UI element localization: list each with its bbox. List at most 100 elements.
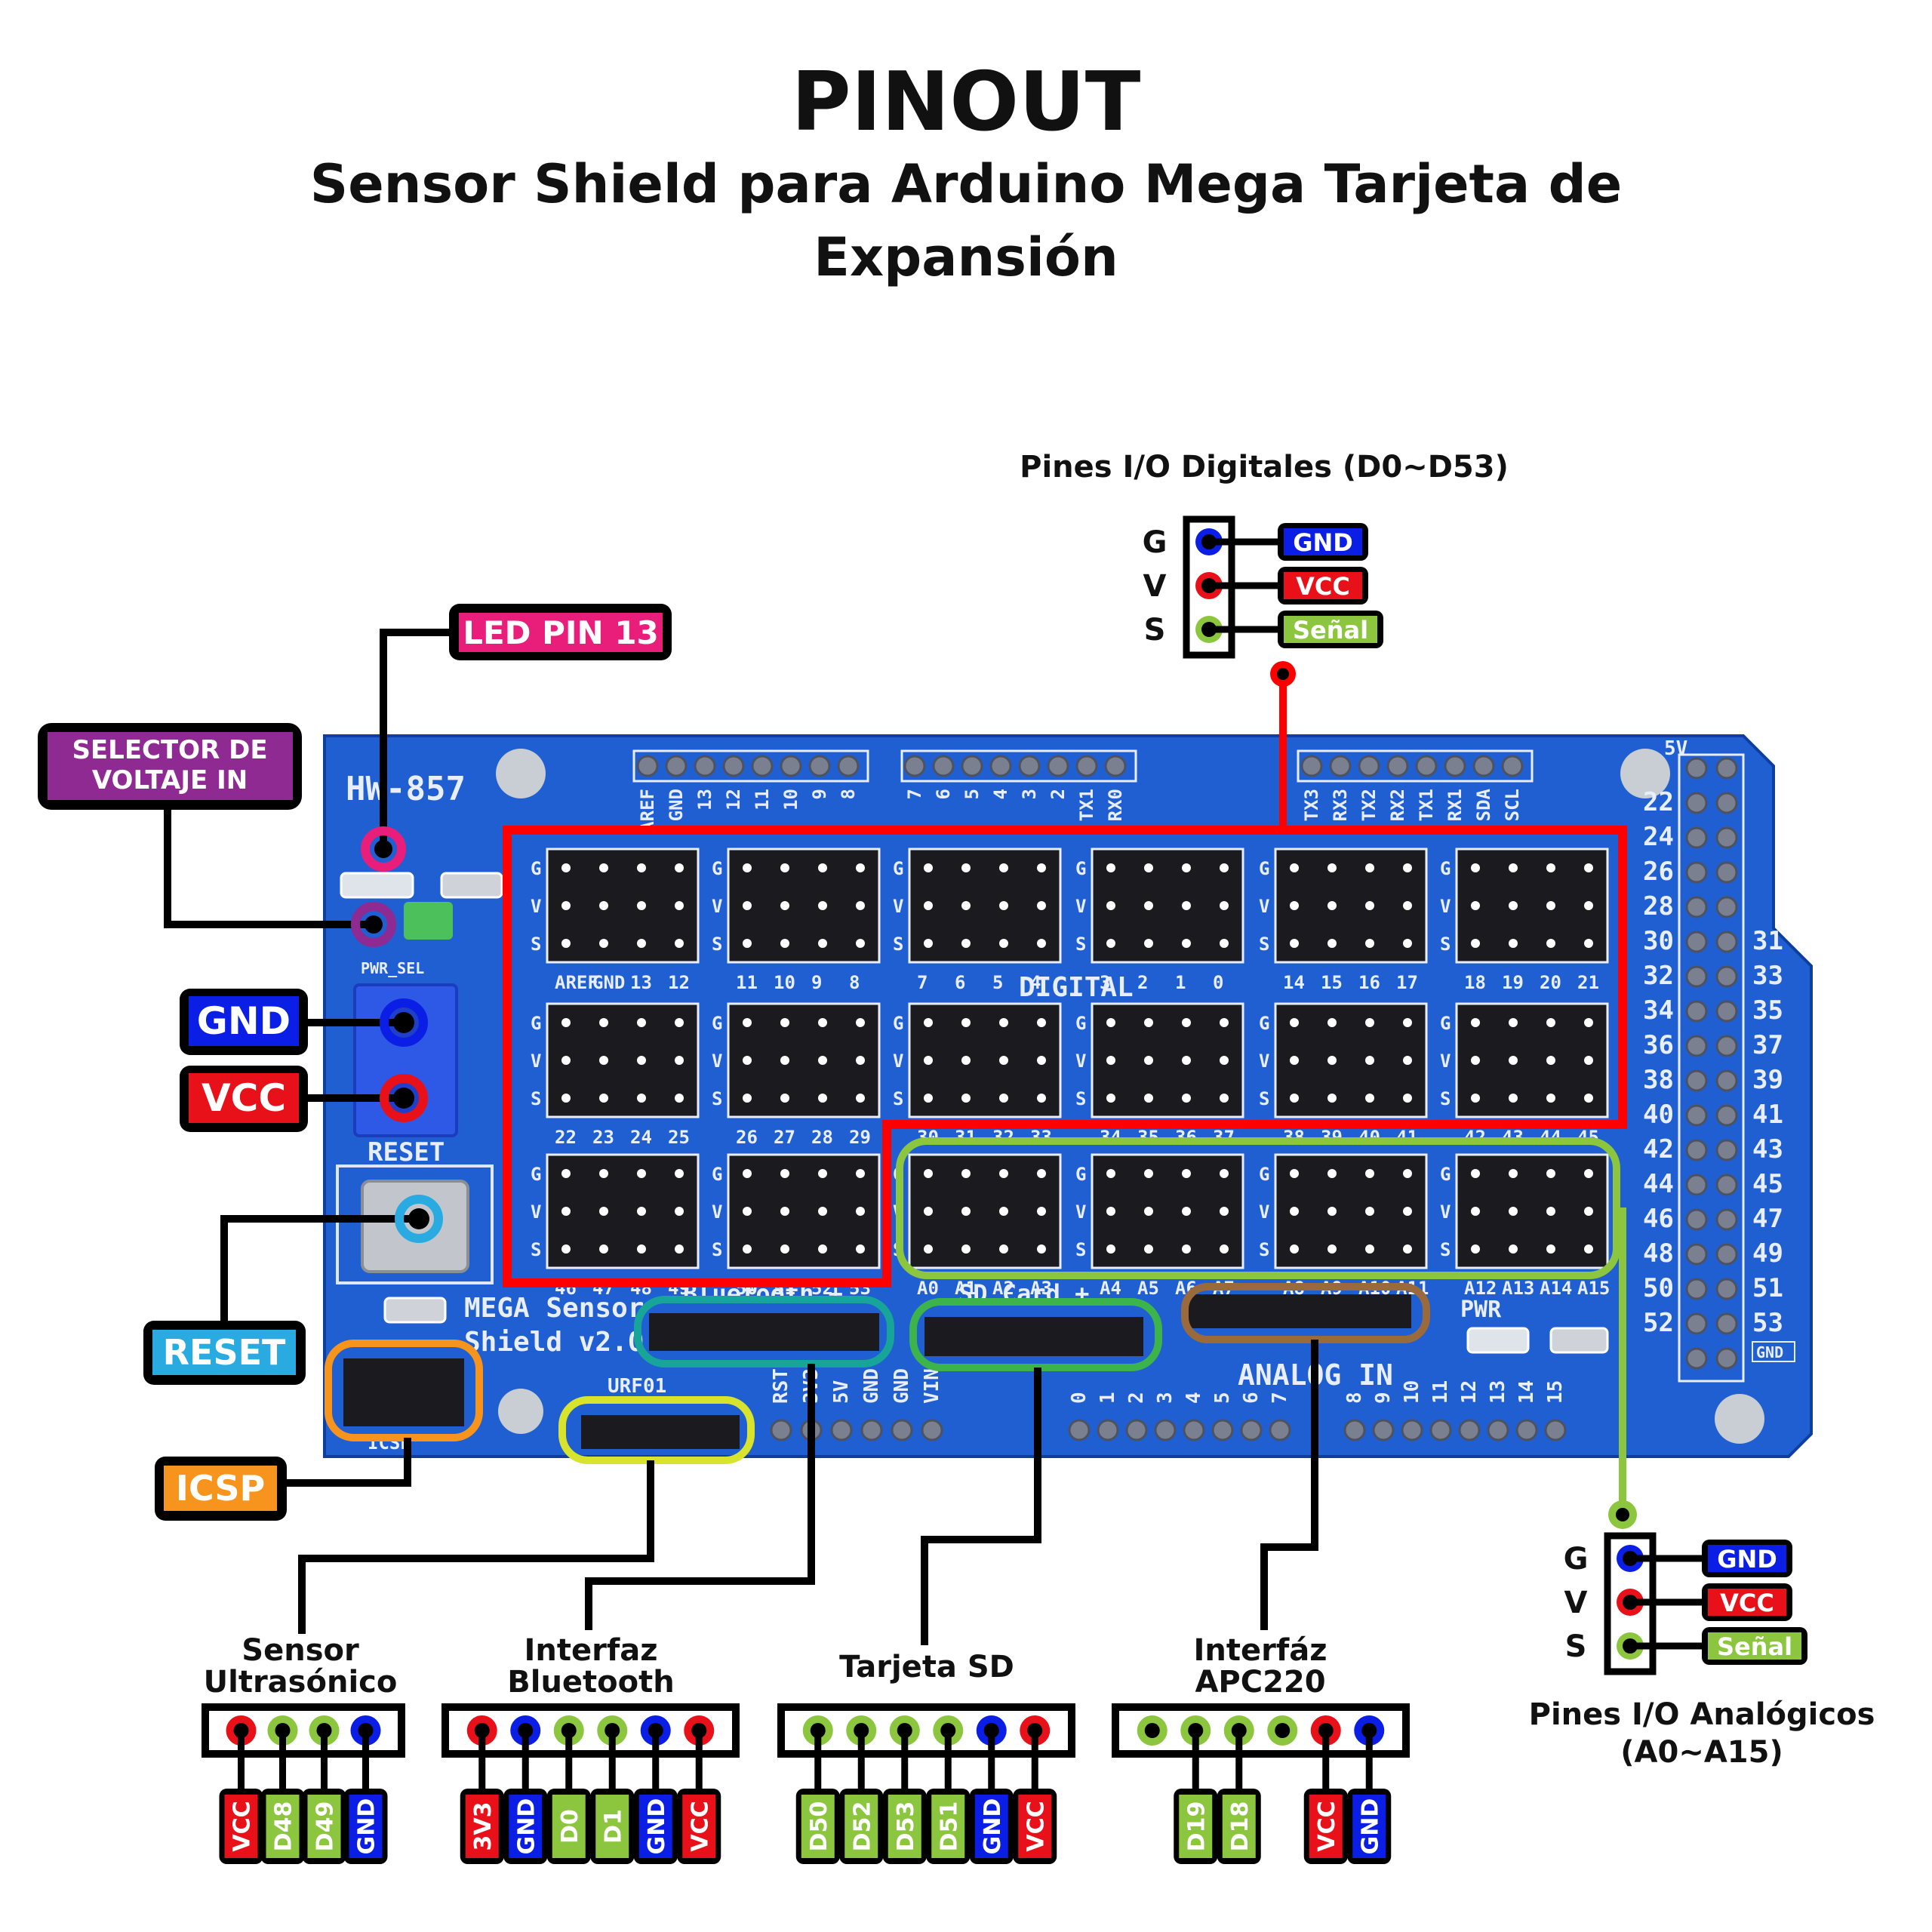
header-pin[interactable] bbox=[1037, 1094, 1046, 1103]
header-pin[interactable] bbox=[780, 1094, 789, 1103]
header-pin[interactable] bbox=[1546, 1094, 1555, 1103]
header-pin[interactable] bbox=[924, 1094, 933, 1103]
header-pin[interactable] bbox=[1290, 863, 1299, 872]
header-pin[interactable] bbox=[999, 939, 1008, 948]
header-pin[interactable] bbox=[1372, 1419, 1395, 1441]
header-pin[interactable] bbox=[743, 901, 752, 910]
header-pin[interactable] bbox=[924, 901, 933, 910]
header-pin[interactable] bbox=[675, 863, 684, 872]
header-pin[interactable] bbox=[599, 1094, 608, 1103]
header-pin[interactable] bbox=[1403, 1169, 1412, 1178]
header-pin[interactable] bbox=[1106, 863, 1115, 872]
header-pin[interactable] bbox=[1715, 1347, 1738, 1370]
header-pin[interactable] bbox=[856, 939, 865, 948]
header-pin[interactable] bbox=[1290, 1244, 1299, 1254]
header-pin[interactable] bbox=[561, 901, 571, 910]
header-pin[interactable] bbox=[637, 1018, 646, 1027]
header-pin[interactable] bbox=[961, 1169, 971, 1178]
header-pin[interactable] bbox=[1211, 1419, 1234, 1441]
header-pin[interactable] bbox=[743, 939, 752, 948]
header-pin[interactable] bbox=[961, 939, 971, 948]
header-pin[interactable] bbox=[1685, 1312, 1708, 1335]
header-pin[interactable] bbox=[1144, 1094, 1153, 1103]
header-pin[interactable] bbox=[1403, 1018, 1412, 1027]
header-pin[interactable] bbox=[1403, 901, 1412, 910]
header-pin[interactable] bbox=[675, 1169, 684, 1178]
header-pin[interactable] bbox=[561, 1056, 571, 1065]
header-pin[interactable] bbox=[1715, 792, 1738, 814]
header-pin[interactable] bbox=[694, 755, 716, 777]
header-pin[interactable] bbox=[1182, 1207, 1191, 1216]
header-pin[interactable] bbox=[637, 1169, 646, 1178]
header-pin[interactable] bbox=[780, 1056, 789, 1065]
header-pin[interactable] bbox=[1715, 1000, 1738, 1023]
header-pin[interactable] bbox=[1220, 1018, 1229, 1027]
header-pin[interactable] bbox=[1584, 1018, 1593, 1027]
header-pin[interactable] bbox=[1584, 901, 1593, 910]
header-pin[interactable] bbox=[1546, 1018, 1555, 1027]
header-pin[interactable] bbox=[1715, 757, 1738, 780]
header-pin[interactable] bbox=[1715, 1208, 1738, 1231]
header-pin[interactable] bbox=[1106, 1094, 1115, 1103]
header-pin[interactable] bbox=[1471, 863, 1480, 872]
header-pin[interactable] bbox=[780, 755, 802, 777]
header-pin[interactable] bbox=[1584, 1056, 1593, 1065]
header-pin[interactable] bbox=[999, 1056, 1008, 1065]
header-pin[interactable] bbox=[675, 901, 684, 910]
header-pin[interactable] bbox=[1097, 1419, 1119, 1441]
header-pin[interactable] bbox=[856, 1094, 865, 1103]
header-pin[interactable] bbox=[1685, 1035, 1708, 1057]
header-pin[interactable] bbox=[818, 1018, 827, 1027]
header-pin[interactable] bbox=[1584, 1207, 1593, 1216]
header-pin[interactable] bbox=[1182, 939, 1191, 948]
header-pin[interactable] bbox=[1365, 1207, 1374, 1216]
header-pin[interactable] bbox=[1365, 863, 1374, 872]
header-pin[interactable] bbox=[1715, 965, 1738, 988]
header-pin[interactable] bbox=[561, 1018, 571, 1027]
header-pin[interactable] bbox=[1509, 1169, 1518, 1178]
header-pin[interactable] bbox=[1685, 1000, 1708, 1023]
header-pin[interactable] bbox=[1546, 1207, 1555, 1216]
header-pin[interactable] bbox=[1290, 1207, 1299, 1216]
header-pin[interactable] bbox=[1509, 901, 1518, 910]
header-pin[interactable] bbox=[1144, 1018, 1153, 1027]
header-pin[interactable] bbox=[637, 901, 646, 910]
header-pin[interactable] bbox=[1037, 1244, 1046, 1254]
header-pin[interactable] bbox=[1501, 755, 1524, 777]
header-pin[interactable] bbox=[1343, 1419, 1366, 1441]
header-pin[interactable] bbox=[1327, 1244, 1337, 1254]
header-pin[interactable] bbox=[1715, 931, 1738, 953]
header-pin[interactable] bbox=[999, 1207, 1008, 1216]
header-pin[interactable] bbox=[1685, 1278, 1708, 1300]
header-pin[interactable] bbox=[818, 1094, 827, 1103]
header-pin[interactable] bbox=[780, 1244, 789, 1254]
header-pin[interactable] bbox=[1471, 1169, 1480, 1178]
header-pin[interactable] bbox=[1471, 1094, 1480, 1103]
header-pin[interactable] bbox=[599, 1018, 608, 1027]
header-pin[interactable] bbox=[999, 1169, 1008, 1178]
header-pin[interactable] bbox=[1300, 755, 1323, 777]
header-pin[interactable] bbox=[743, 1018, 752, 1027]
header-pin[interactable] bbox=[961, 755, 983, 777]
header-pin[interactable] bbox=[1290, 1169, 1299, 1178]
header-pin[interactable] bbox=[1240, 1419, 1263, 1441]
header-pin[interactable] bbox=[1685, 792, 1708, 814]
header-pin[interactable] bbox=[1515, 1419, 1538, 1441]
header-pin[interactable] bbox=[1220, 1094, 1229, 1103]
header-pin[interactable] bbox=[599, 1207, 608, 1216]
header-pin[interactable] bbox=[1220, 1056, 1229, 1065]
header-pin[interactable] bbox=[1220, 863, 1229, 872]
header-pin[interactable] bbox=[599, 939, 608, 948]
header-pin[interactable] bbox=[837, 755, 860, 777]
header-pin[interactable] bbox=[961, 1244, 971, 1254]
header-pin[interactable] bbox=[743, 1244, 752, 1254]
header-pin[interactable] bbox=[1104, 755, 1127, 777]
header-pin[interactable] bbox=[1365, 939, 1374, 948]
header-pin[interactable] bbox=[1472, 755, 1495, 777]
header-pin[interactable] bbox=[989, 755, 1012, 777]
header-pin[interactable] bbox=[1182, 1018, 1191, 1027]
header-pin[interactable] bbox=[1458, 1419, 1481, 1441]
header-pin[interactable] bbox=[1584, 1169, 1593, 1178]
header-pin[interactable] bbox=[856, 863, 865, 872]
header-pin[interactable] bbox=[1584, 939, 1593, 948]
